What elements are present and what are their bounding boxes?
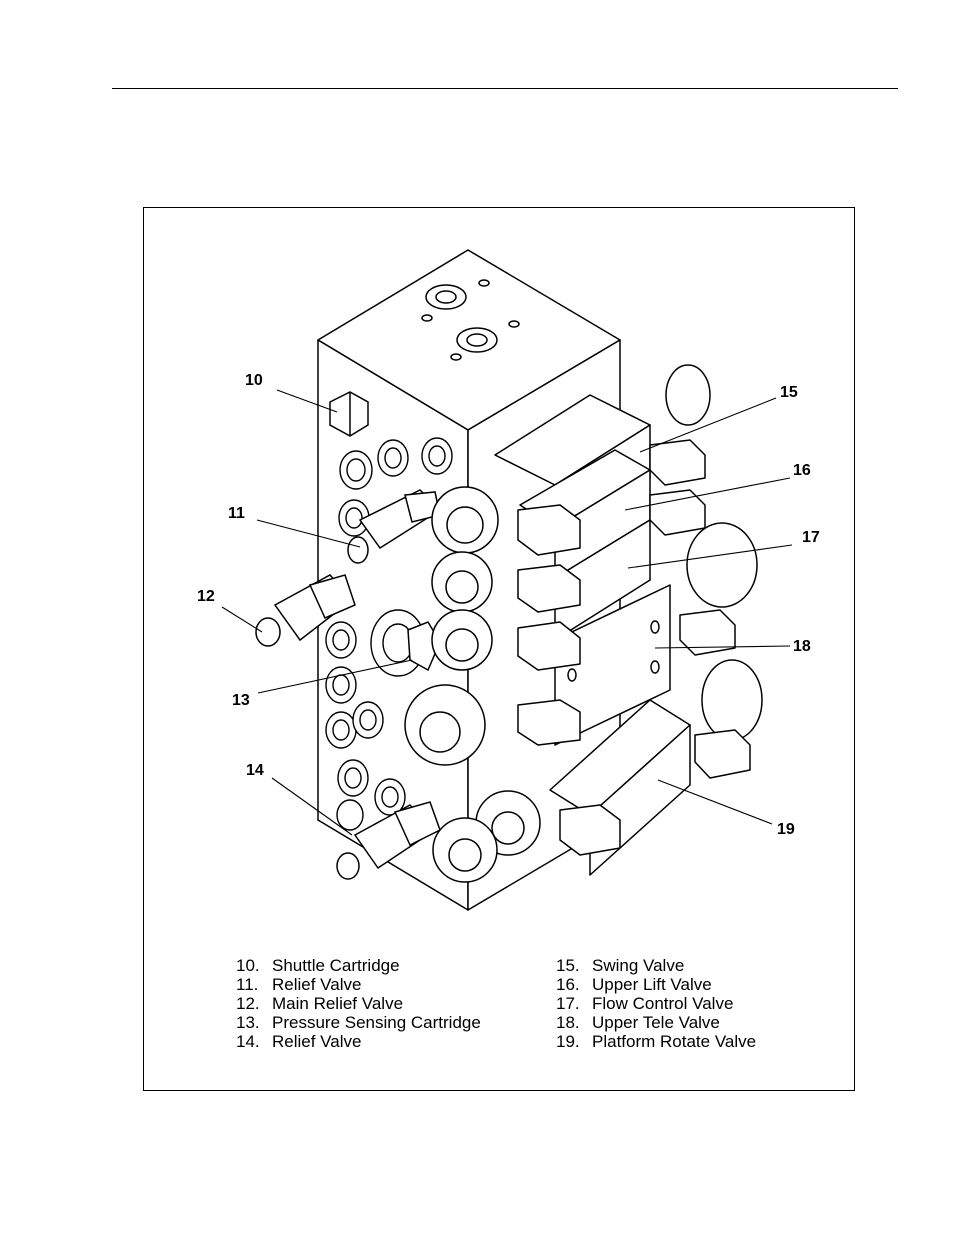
legend-item: 15.Swing Valve: [556, 956, 756, 975]
top-bolt-3: [451, 354, 461, 360]
legend-item: 19.Platform Rotate Valve: [556, 1032, 756, 1051]
legend-item: 18.Upper Tele Valve: [556, 1013, 756, 1032]
leader-19: [658, 780, 772, 824]
callout-18: 18: [793, 638, 811, 656]
legend-item: 10.Shuttle Cartridge: [236, 956, 481, 975]
legend-item: 11.Relief Valve: [236, 975, 481, 994]
legend-right: 15.Swing Valve 16.Upper Lift Valve 17.Fl…: [556, 956, 756, 1051]
legend-item: 17.Flow Control Valve: [556, 994, 756, 1013]
callout-14: 14: [246, 762, 264, 780]
callout-13: 13: [232, 692, 250, 710]
callout-11: 11: [228, 505, 245, 523]
legend-item: 12.Main Relief Valve: [236, 994, 481, 1013]
legend-item: 13.Pressure Sensing Cartridge: [236, 1013, 481, 1032]
top-port-2-inner: [467, 334, 487, 346]
callout-12: 12: [197, 588, 215, 606]
leader-12: [222, 607, 262, 632]
legend-item: 14.Relief Valve: [236, 1032, 481, 1051]
top-bolt-1: [422, 315, 432, 321]
top-bolt-2: [479, 280, 489, 286]
top-port-1-inner: [436, 291, 456, 303]
legend-left: 10.Shuttle Cartridge 11.Relief Valve 12.…: [236, 956, 481, 1051]
callout-16: 16: [793, 462, 811, 480]
callout-15: 15: [780, 384, 798, 402]
top-bolt-4: [509, 321, 519, 327]
callout-10: 10: [245, 372, 263, 390]
callout-17: 17: [802, 529, 820, 547]
legend-item: 16.Upper Lift Valve: [556, 975, 756, 994]
callout-19: 19: [777, 821, 795, 839]
